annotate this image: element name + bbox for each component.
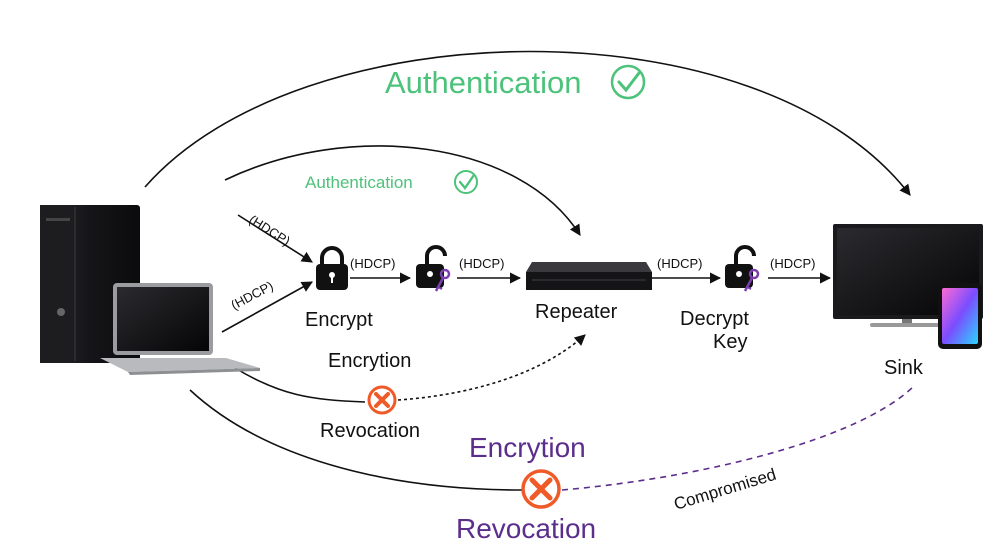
encryption-revocation-big-arc <box>189 389 523 491</box>
hdcp-label-laptop: (HDCP) <box>228 278 275 313</box>
auth-mid-label: Authentication <box>305 173 413 192</box>
check-circle-icon <box>610 64 646 100</box>
hdcp-label-3: (HDCP) <box>657 256 703 271</box>
decrypt-label: Decrypt <box>680 308 749 330</box>
x-circle-big-icon <box>521 469 561 509</box>
revocation-small-label: Revocation <box>320 420 420 442</box>
encryption-big-label: Encrytion <box>469 432 586 463</box>
hdcp-label-2: (HDCP) <box>459 256 505 271</box>
repeater-label: Repeater <box>535 301 618 323</box>
lock-icon <box>316 246 348 290</box>
unlock-key-icon <box>416 245 451 292</box>
encrypt-label: Encrypt <box>305 309 373 331</box>
hdcp-label-pc: (HDCP) <box>246 212 293 249</box>
key-label: Key <box>713 331 747 353</box>
tablet-icon <box>938 283 982 349</box>
encryption-revocation-small-dashed <box>397 334 586 401</box>
revocation-big-label: Revocation <box>456 513 596 544</box>
arrow-laptop-to-lock <box>221 281 313 333</box>
encryption-small-label: Encrytion <box>328 350 411 372</box>
compromised-dashed-arc <box>561 384 916 491</box>
auth-top-label: Authentication <box>385 65 581 100</box>
auth-top-arc <box>144 50 911 196</box>
hdcp-label-4: (HDCP) <box>770 256 816 271</box>
hdcp-label-1: (HDCP) <box>350 256 396 271</box>
auth-mid-arc <box>224 145 581 236</box>
arrow-pc-to-lock <box>237 214 313 263</box>
x-circle-small-icon <box>367 385 397 415</box>
decrypt-unlock-key-icon <box>725 245 760 292</box>
encryption-revocation-small-arc <box>234 367 366 403</box>
sink-tv-icon <box>833 224 983 327</box>
sink-label: Sink <box>884 357 924 379</box>
repeater-device-icon <box>526 262 652 290</box>
check-circle-small-icon <box>454 170 478 194</box>
laptop-icon <box>100 283 260 375</box>
